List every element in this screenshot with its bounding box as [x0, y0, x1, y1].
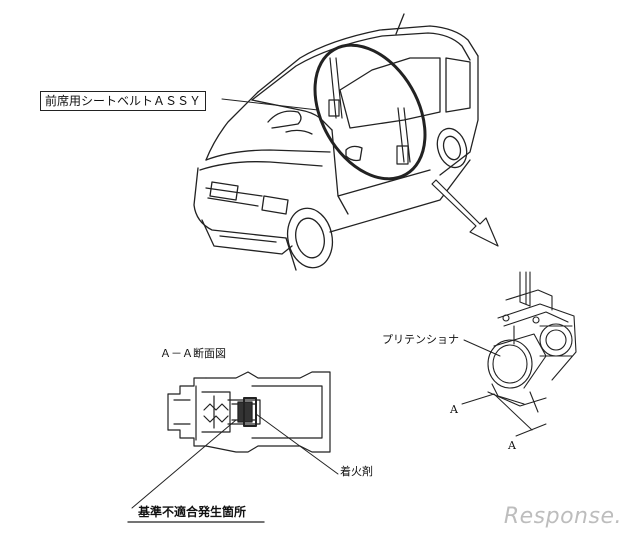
defect-location-label: 基準不適合発生箇所 — [138, 505, 247, 519]
cross-section-drawing — [167, 371, 331, 453]
zoom-arrow — [431, 179, 499, 247]
section-marker-a-bottom: A — [508, 439, 516, 452]
section-cut-line — [461, 393, 547, 437]
retractor-illustration — [487, 271, 577, 413]
response-watermark: Response. — [503, 504, 622, 529]
seatbelt-parts — [328, 57, 411, 165]
igniter-label: 着火剤 — [340, 465, 373, 478]
section-marker-a-top: A — [450, 403, 458, 416]
section-title: Ａ－Ａ断面図 — [160, 347, 226, 360]
highlight-ellipse — [313, 43, 427, 181]
pretensioner-label: プリテンショナ — [382, 333, 459, 346]
seatbelt-assy-label: 前席用シートベルトＡＳＳＹ — [40, 91, 207, 111]
minivan-illustration — [193, 13, 479, 271]
